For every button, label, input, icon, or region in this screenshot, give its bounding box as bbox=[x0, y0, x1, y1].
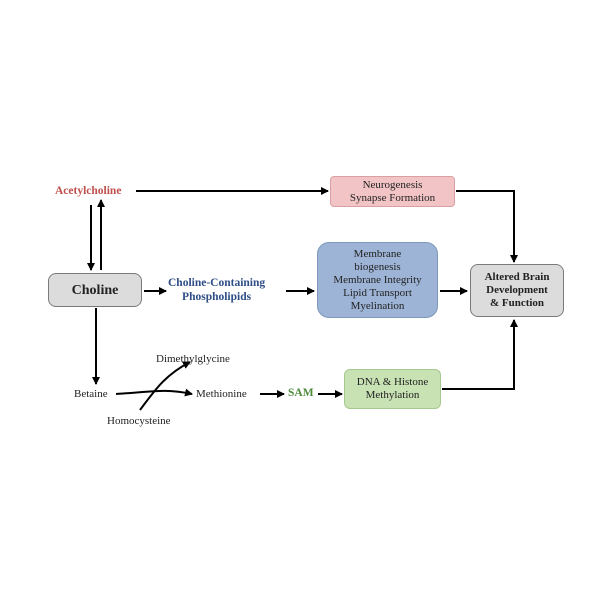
dna-line1: DNA & Histone bbox=[356, 376, 429, 388]
membrane-line: Myelination bbox=[350, 299, 405, 312]
dimethylglycine-label: Dimethylglycine bbox=[156, 353, 230, 365]
betaine-label: Betaine bbox=[74, 388, 108, 400]
choline-box: Choline bbox=[48, 273, 142, 307]
phospholipids-line2: Phospholipids bbox=[182, 291, 252, 303]
altered-line: Development bbox=[486, 284, 548, 296]
arrow-homocysteine-to-dimethylglycine bbox=[139, 361, 191, 411]
acetylcholine-label: Acetylcholine bbox=[55, 185, 122, 197]
choline-label: Choline bbox=[71, 282, 119, 298]
phospholipids-line1: Choline-Containing bbox=[168, 277, 266, 289]
membrane-line: Membrane bbox=[353, 247, 402, 260]
arrow-neurogenesis-to-altered bbox=[456, 190, 518, 263]
neurogenesis-line1: Neurogenesis bbox=[362, 178, 423, 191]
homocysteine-label: Homocysteine bbox=[107, 415, 171, 427]
sam-label: SAM bbox=[288, 387, 314, 399]
neurogenesis-line2: Synapse Formation bbox=[349, 191, 436, 204]
membrane-line: Membrane Integrity bbox=[333, 273, 422, 286]
membrane-line: Lipid Transport bbox=[343, 286, 412, 299]
arrow-betaine-to-methionine bbox=[115, 388, 193, 397]
dna-line2: Methylation bbox=[365, 389, 420, 401]
altered-line: & Function bbox=[489, 297, 545, 309]
dna-methylation-box: DNA & Histone Methylation bbox=[344, 369, 441, 409]
methionine-label: Methionine bbox=[196, 388, 247, 400]
altered-brain-box: Altered Brain Development & Function bbox=[470, 264, 564, 317]
membrane-box: Membrane biogenesis Membrane Integrity L… bbox=[317, 242, 438, 318]
arrow-dna-to-altered bbox=[442, 319, 518, 390]
membrane-line: biogenesis bbox=[354, 260, 401, 273]
neurogenesis-box: Neurogenesis Synapse Formation bbox=[330, 176, 455, 207]
phospholipids-label: Choline-Containing Phospholipids bbox=[168, 276, 265, 304]
altered-line: Altered Brain bbox=[484, 271, 550, 283]
